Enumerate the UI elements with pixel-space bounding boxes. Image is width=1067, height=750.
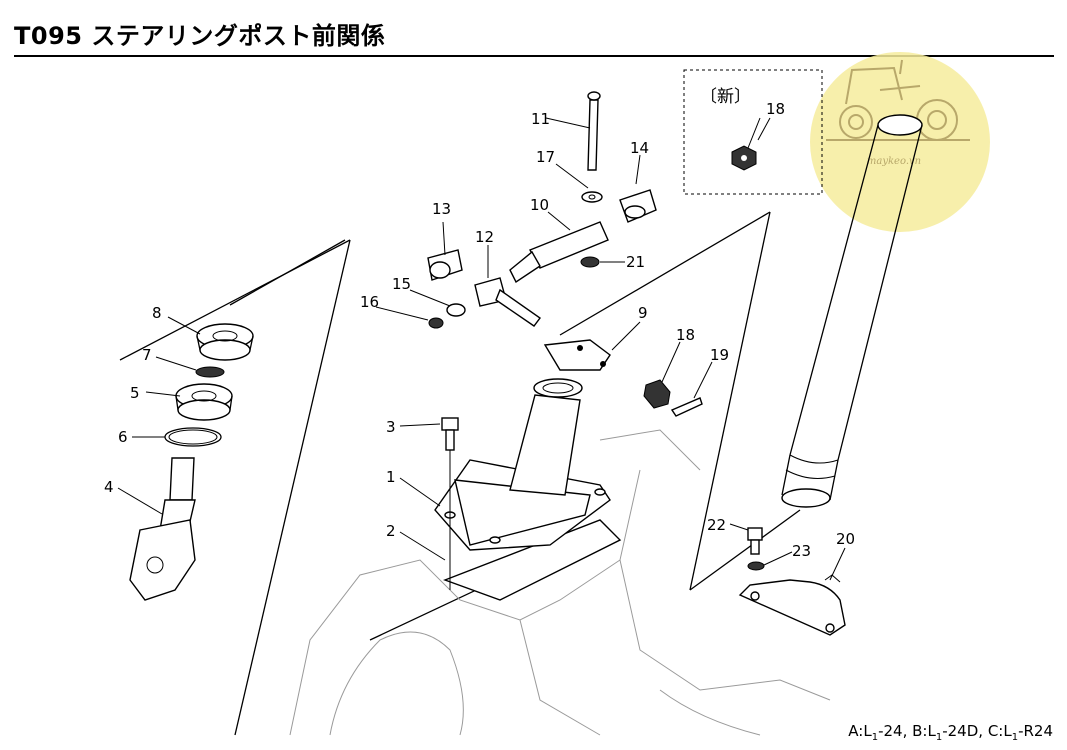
inset-label: 〔新〕 bbox=[700, 87, 751, 107]
bushing-14 bbox=[619, 189, 657, 223]
callout-13: 13 bbox=[432, 200, 451, 218]
watermark-text: maykeo.vn bbox=[867, 156, 921, 167]
title-underline bbox=[14, 55, 1054, 57]
clamp-9 bbox=[543, 339, 611, 371]
transmission-case bbox=[289, 429, 831, 736]
callout-18: 18 bbox=[676, 326, 695, 344]
callout-4: 4 bbox=[104, 478, 114, 496]
callout-17: 17 bbox=[536, 148, 555, 166]
callout-3: 3 bbox=[386, 418, 396, 436]
callout-19: 19 bbox=[710, 346, 729, 364]
bolt-3 bbox=[441, 417, 459, 590]
callout-1: 1 bbox=[386, 468, 396, 486]
callout-10: 10 bbox=[530, 196, 549, 214]
ring-7 bbox=[195, 366, 225, 378]
shaft-12 bbox=[474, 277, 541, 327]
snap-ring-6 bbox=[164, 427, 222, 447]
housing-1 bbox=[434, 378, 622, 601]
steering-column bbox=[781, 114, 923, 508]
bolt-22 bbox=[747, 527, 765, 571]
callout-11: 11 bbox=[531, 110, 550, 128]
leader-lines bbox=[117, 117, 846, 581]
universal-joint-4 bbox=[129, 457, 196, 601]
callout-7: 7 bbox=[142, 346, 152, 364]
callout-15: 15 bbox=[392, 275, 411, 293]
nut-18 bbox=[643, 379, 671, 409]
page-title: T095 ステアリングポスト前関係 bbox=[14, 22, 386, 50]
shaft-10 bbox=[509, 221, 609, 284]
callout-6: 6 bbox=[118, 428, 128, 446]
watermark-logo: maykeo.vn bbox=[810, 52, 990, 232]
callout-5: 5 bbox=[130, 384, 140, 402]
callout-12: 12 bbox=[475, 228, 494, 246]
pin-19 bbox=[670, 397, 703, 417]
callout-16: 16 bbox=[360, 293, 379, 311]
new-part-inset: 〔新〕 bbox=[683, 69, 823, 195]
clip-16 bbox=[428, 317, 444, 329]
callout-2: 2 bbox=[386, 522, 396, 540]
bearing-5 bbox=[175, 383, 233, 421]
model-applicability-note: A:L1-24, B:L1-24D, C:L1-R24 bbox=[848, 722, 1053, 743]
callout-20: 20 bbox=[836, 530, 855, 548]
callout-18-inset: 18 bbox=[766, 100, 785, 118]
callout-8: 8 bbox=[152, 304, 162, 322]
bracket-20 bbox=[738, 574, 846, 636]
washer-17 bbox=[581, 191, 603, 203]
callouts: 11 17 14 10 13 12 21 15 16 9 18 19 18 8 … bbox=[104, 100, 855, 560]
callout-23: 23 bbox=[792, 542, 811, 560]
callout-9: 9 bbox=[638, 304, 648, 322]
callout-22: 22 bbox=[707, 516, 726, 534]
washer-21 bbox=[580, 256, 600, 268]
bushing-13 bbox=[427, 249, 463, 281]
bearing-8 bbox=[196, 323, 254, 361]
guide-lines bbox=[119, 211, 801, 736]
shaft-11 bbox=[587, 91, 601, 171]
callout-14: 14 bbox=[630, 139, 649, 157]
callout-21: 21 bbox=[626, 253, 645, 271]
washer-15 bbox=[446, 303, 466, 317]
